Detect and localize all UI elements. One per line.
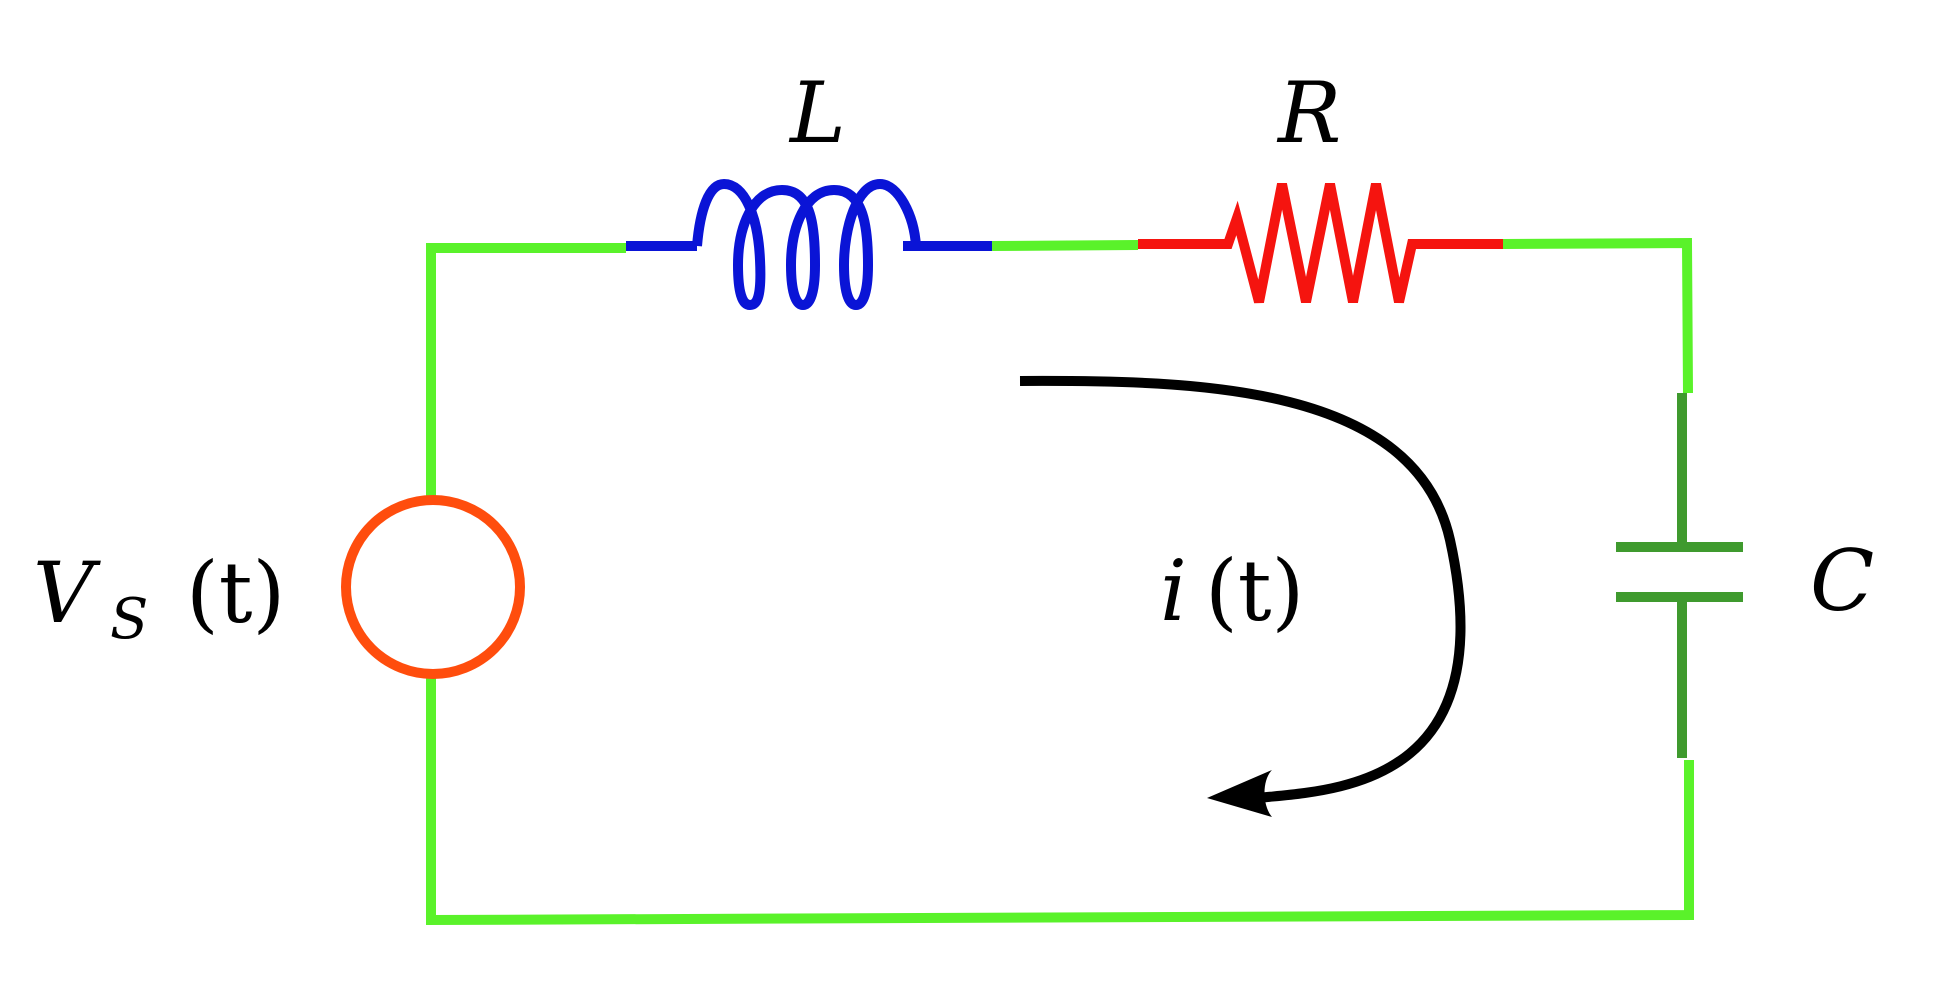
current-label: i (t)	[1160, 542, 1304, 640]
wire-middle-top	[991, 240, 1139, 251]
svg-text:S: S	[110, 587, 148, 652]
inductor-label: L	[788, 64, 846, 162]
wire-bottom	[426, 678, 1694, 926]
resistor-label: R	[1276, 64, 1341, 162]
capacitor-symbol	[1616, 393, 1743, 758]
circuit-wires	[426, 237, 1694, 926]
wire-right-upper	[1502, 237, 1693, 394]
svg-text:(t): (t)	[1205, 542, 1304, 640]
svg-text:(t): (t)	[186, 544, 285, 642]
svg-text:V: V	[33, 544, 101, 642]
arrow-head-icon	[1207, 770, 1272, 817]
inductor-symbol	[626, 178, 992, 311]
voltage-source-circle	[341, 495, 525, 679]
svg-text:i: i	[1160, 542, 1187, 640]
wire-left-upper	[426, 243, 626, 497]
capacitor-label: C	[1810, 532, 1874, 630]
current-arrow	[1019, 375, 1466, 817]
source-label: V S (t)	[33, 544, 285, 652]
resistor-symbol	[1138, 183, 1503, 304]
